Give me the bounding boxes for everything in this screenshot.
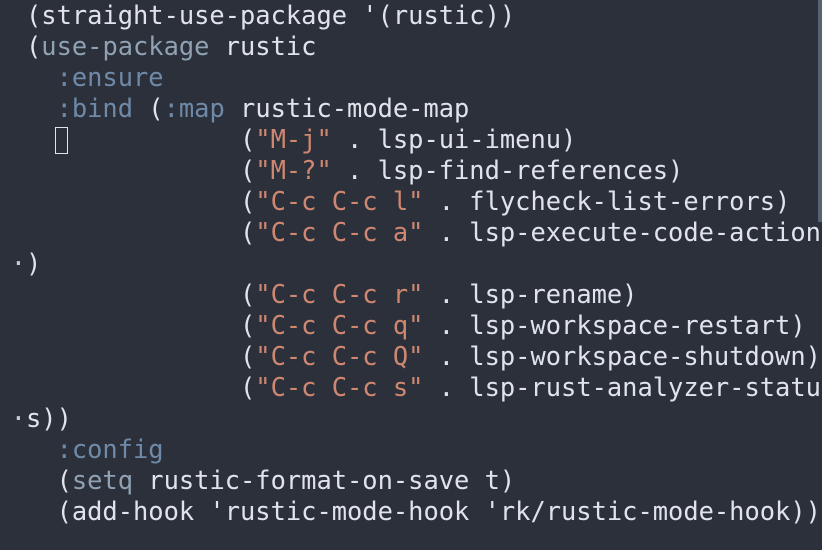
code-token: . lsp-find-references) (331, 155, 684, 185)
code-token: (add-hook 'rustic-mode-hook 'rk/rustic-m… (26, 496, 821, 526)
code-token: . lsp-execute-code-action (423, 217, 821, 247)
code-token: ( (26, 186, 256, 216)
code-token: ( (26, 465, 72, 495)
string-token: "C-c C-c Q" (255, 341, 424, 371)
string-token: "M-?" (255, 155, 332, 185)
code-token: . lsp-workspace-shutdown) (423, 341, 821, 371)
code-token: ( (26, 124, 256, 154)
keyword-token: :config (56, 434, 164, 464)
code-token: . lsp-ui-imenu) (331, 124, 577, 154)
code-line[interactable]: ("M-?" . lsp-find-references) (0, 155, 683, 186)
text-cursor (55, 127, 68, 154)
code-token: ( (26, 310, 256, 340)
code-token (26, 434, 57, 464)
string-token: "C-c C-c r" (255, 279, 424, 309)
code-line[interactable]: ("C-c C-c q" . lsp-workspace-restart) (0, 310, 806, 341)
code-line[interactable]: :bind (:map rustic-mode-map (0, 93, 470, 124)
code-line[interactable]: ("C-c C-c a" . lsp-execute-code-action (0, 217, 821, 248)
keyword-token: setq (71, 465, 134, 495)
code-line-continuation[interactable]: ·) (0, 248, 42, 279)
code-token: . flycheck-list-errors) (423, 186, 791, 216)
keyword-token: :bind (56, 93, 134, 123)
code-token: ( (133, 93, 164, 123)
vertical-scrollbar[interactable] (818, 0, 822, 222)
code-line[interactable]: (straight-use-package '(rustic)) (0, 0, 515, 31)
line-wrap-indicator: · (10, 248, 26, 278)
code-token: ( (26, 341, 256, 371)
code-token: rustic-mode-map (224, 93, 470, 123)
keyword-token: :ensure (56, 62, 164, 92)
string-token: "C-c C-c q" (255, 310, 424, 340)
code-token: (straight-use-package '(rustic)) (26, 0, 516, 30)
keyword-token: use-package (41, 31, 210, 61)
code-token: . lsp-rust-analyzer-statu (423, 372, 821, 402)
code-line[interactable]: ("C-c C-c l" . flycheck-list-errors) (0, 186, 790, 217)
string-token: "C-c C-c l" (255, 186, 424, 216)
code-token: ( (26, 372, 256, 402)
line-wrap-indicator: · (10, 403, 26, 433)
code-token: s)) (26, 403, 72, 433)
string-token: "C-c C-c s" (255, 372, 424, 402)
code-token: . lsp-rename) (423, 279, 638, 309)
code-line[interactable]: (use-package rustic (0, 31, 316, 62)
string-token: "M-j" (255, 124, 332, 154)
code-token: ( (26, 217, 256, 247)
code-token: rustic-format-on-save t) (133, 465, 516, 495)
code-token: ( (26, 279, 256, 309)
code-line[interactable]: :ensure (0, 62, 164, 93)
code-line[interactable]: ("C-c C-c Q" . lsp-workspace-shutdown) (0, 341, 821, 372)
code-line[interactable]: :config (0, 434, 164, 465)
code-line[interactable]: (add-hook 'rustic-mode-hook 'rk/rustic-m… (0, 496, 821, 527)
code-token: ( (26, 155, 256, 185)
code-token (26, 93, 57, 123)
code-token: ( (26, 31, 42, 61)
code-line[interactable]: ("C-c C-c s" . lsp-rust-analyzer-statu (0, 372, 821, 403)
string-token: "C-c C-c a" (255, 217, 424, 247)
code-line[interactable]: ("C-c C-c r" . lsp-rename) (0, 279, 637, 310)
code-token: . lsp-workspace-restart) (423, 310, 806, 340)
code-token: rustic (209, 31, 317, 61)
keyword-token: :map (163, 93, 225, 123)
code-line[interactable]: ("M-j" . lsp-ui-imenu) (0, 124, 576, 155)
code-token (26, 62, 57, 92)
code-line-continuation[interactable]: ·s)) (0, 403, 72, 434)
code-token: ) (26, 248, 42, 278)
code-line[interactable]: (setq rustic-format-on-save t) (0, 465, 516, 496)
